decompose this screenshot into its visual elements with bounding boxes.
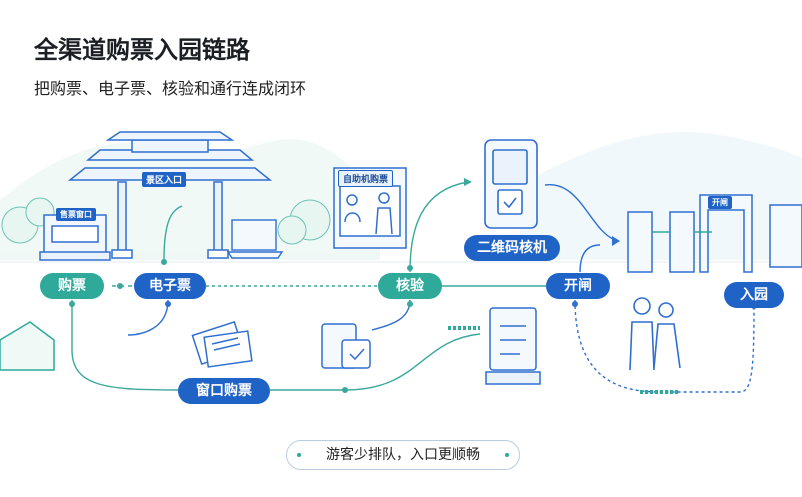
e-ticket-document-illustration: [321, 323, 371, 369]
node-enter-park: 入园: [724, 282, 784, 308]
turnstile-illustration: [627, 194, 802, 273]
paper-tickets-illustration: [191, 320, 253, 368]
node-e-ticket: 电子票: [134, 273, 206, 299]
scenic-gate-illustration: [67, 131, 273, 259]
node-open-gate: 开闸: [546, 273, 610, 299]
ticket-office-illustration: [39, 214, 111, 261]
footer-dot-right: [505, 453, 509, 457]
laptop-illustration: [226, 219, 284, 259]
node-buy-ticket: 购票: [40, 273, 104, 299]
kiosk-sign: 自助机购票: [338, 170, 394, 187]
footer-text: 游客少排队，入口更顺畅: [326, 447, 480, 463]
footer-dot-left: [297, 453, 301, 457]
visitors-illustration: [629, 297, 681, 371]
ticket-office-sign: 售票窗口: [56, 208, 96, 221]
node-qr-verifier: 二维码核机: [464, 235, 560, 261]
footer-tagline: 游客少排队，入口更顺畅: [286, 440, 520, 470]
checklist-illustration: [485, 307, 541, 385]
page-title: 全渠道购票入园链路: [34, 36, 250, 64]
node-verify: 核验: [378, 273, 442, 299]
turnstile-sign: 开闸: [708, 196, 732, 209]
scenic-entrance-sign: 景区入口: [142, 172, 187, 187]
flow-lines: [71, 181, 755, 394]
qr-verifier-illustration: [484, 139, 538, 229]
node-window-ticket: 窗口购票: [178, 378, 270, 404]
page-subtitle: 把购票、电子票、核验和通行连成闭环: [34, 79, 307, 98]
small-house-illustration: [0, 321, 55, 371]
kiosk-booth-illustration: [333, 167, 407, 249]
